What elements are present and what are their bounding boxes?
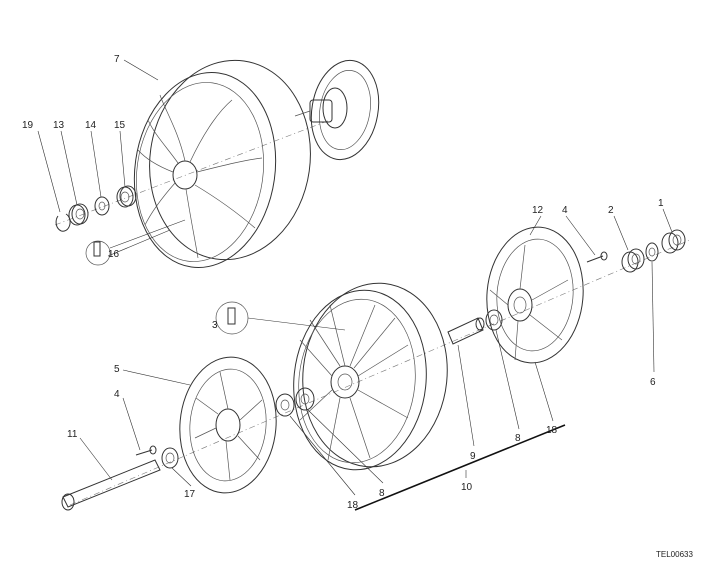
wheel-group-bracket xyxy=(354,424,566,511)
axle-washer xyxy=(161,447,179,469)
callout-13: 13 xyxy=(53,120,65,131)
rear-brake-disc xyxy=(294,59,380,161)
callout-8-left: 8 xyxy=(379,488,385,499)
callout-10: 10 xyxy=(461,482,473,493)
front-brake-disc-left xyxy=(179,356,277,494)
callout-14: 14 xyxy=(85,120,97,131)
rear-valve xyxy=(85,219,186,266)
drawing-code: TEL00633 xyxy=(656,550,693,559)
rear-washer xyxy=(94,196,110,216)
callout-6: 6 xyxy=(650,377,656,388)
front-axle xyxy=(61,459,161,511)
front-wheel-rim xyxy=(293,282,448,471)
callout-15: 15 xyxy=(114,120,126,131)
callout-7: 7 xyxy=(114,54,120,65)
leader-lines xyxy=(37,59,673,496)
callout-5: 5 xyxy=(114,364,120,375)
axle-spacer xyxy=(621,248,645,273)
rear-ring-nut xyxy=(68,203,89,226)
front-bearing-right xyxy=(485,309,503,331)
callout-18-left: 18 xyxy=(347,500,359,511)
callout-labels: 19 13 14 15 7 16 12 4 2 1 3 6 5 4 11 17 … xyxy=(22,54,693,559)
callout-1: 1 xyxy=(658,198,664,209)
callout-4-left: 4 xyxy=(114,389,120,400)
callout-19: 19 xyxy=(22,120,34,131)
callout-11: 11 xyxy=(67,429,78,440)
front-wheel-assembly xyxy=(61,226,691,511)
disc-bolt-right xyxy=(586,251,608,263)
rear-wheel-assembly xyxy=(54,59,380,269)
callout-17: 17 xyxy=(184,489,196,500)
callout-4-right: 4 xyxy=(562,205,568,216)
callout-18-right: 18 xyxy=(546,425,558,436)
callout-8-right: 8 xyxy=(515,433,521,444)
disc-bolt-left xyxy=(135,445,157,456)
callout-2: 2 xyxy=(608,205,614,216)
rear-circlip xyxy=(55,213,71,232)
callout-12: 12 xyxy=(532,205,544,216)
rear-wheel-rim xyxy=(133,59,311,269)
front-spacer xyxy=(447,317,485,345)
callout-16: 16 xyxy=(108,249,120,260)
callout-3: 3 xyxy=(212,320,218,331)
front-bearing-left xyxy=(275,387,315,417)
front-valve xyxy=(215,301,346,335)
rear-bearing xyxy=(116,185,137,208)
dust-seal xyxy=(645,242,659,262)
callout-9: 9 xyxy=(470,451,476,462)
front-brake-disc-right xyxy=(486,226,584,364)
axle-nut xyxy=(661,229,686,254)
